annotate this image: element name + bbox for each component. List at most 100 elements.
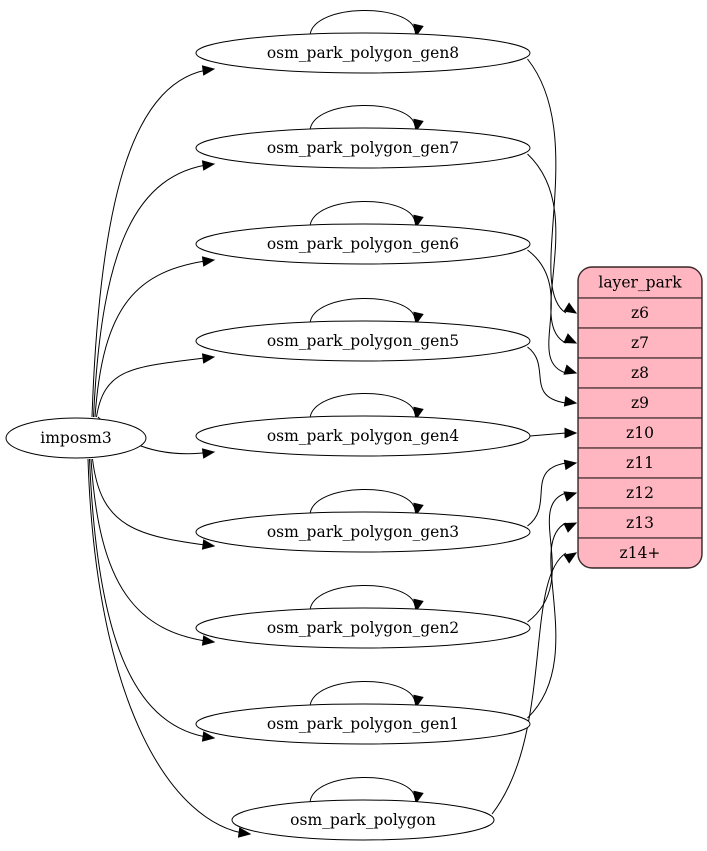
node-shape-gen4 (195, 415, 531, 457)
arrowhead-self-loop-gen5 (413, 311, 424, 326)
node-gen4[interactable]: osm_park_polygon_gen4 (195, 415, 531, 457)
table-row-z14+[interactable] (578, 537, 702, 568)
self-loops-layer (309, 10, 424, 805)
table-outline (577, 266, 703, 569)
edge-imposm3-to-gen6 (94, 259, 213, 418)
table-row-z8[interactable] (578, 357, 702, 389)
table-row-z6[interactable] (578, 297, 702, 329)
table-row-label-z9: z9 (631, 394, 649, 412)
edge-base-to-row-z14+ (491, 552, 567, 815)
self-loop-gen1 (309, 681, 416, 707)
arrowhead-base-to-row-z14+ (563, 552, 578, 564)
node-imposm3[interactable]: imposm3 (5, 417, 147, 459)
arrowhead-gen6-to-row-z8 (563, 364, 578, 375)
table-row-label-z8: z8 (631, 364, 649, 382)
node-shape-base (231, 799, 495, 841)
node-shape-gen5 (195, 320, 531, 362)
node-shape-gen8 (195, 32, 531, 74)
edge-imposm3-to-gen2 (90, 458, 213, 643)
node-label-gen2: osm_park_polygon_gen2 (267, 619, 459, 637)
node-label-gen4: osm_park_polygon_gen4 (267, 427, 459, 445)
node-label-imposm3: imposm3 (40, 429, 111, 447)
arrowhead-self-loop-gen2 (413, 598, 424, 613)
self-loop-gen8 (309, 10, 416, 36)
arrowhead-imposm3-to-gen8 (201, 65, 216, 76)
arrowhead-imposm3-to-base (237, 827, 252, 838)
arrowhead-gen8-to-row-z6 (563, 302, 578, 314)
arrowhead-gen5-to-row-z9 (563, 396, 578, 407)
edge-imposm3-to-gen1 (89, 458, 213, 739)
node-gen1[interactable]: osm_park_polygon_gen1 (195, 703, 531, 745)
node-label-gen5: osm_park_polygon_gen5 (267, 332, 459, 350)
node-label-gen6: osm_park_polygon_gen6 (267, 235, 459, 253)
self-loop-gen6 (309, 201, 416, 227)
node-gen5[interactable]: osm_park_polygon_gen5 (195, 320, 531, 362)
arrowhead-imposm3-to-gen4 (201, 448, 216, 459)
arrowhead-imposm3-to-gen5 (201, 353, 216, 364)
arrowhead-gen2-to-row-z12 (563, 491, 578, 502)
nodes-layer: imposm3 osm_park_polygon_gen8 osm_park_pol… (5, 32, 531, 841)
edge-gen1-to-row-z13 (527, 522, 567, 719)
self-loop-gen3 (309, 489, 416, 515)
node-shape-imposm3 (5, 417, 147, 459)
arrowhead-self-loop-base (413, 790, 424, 805)
edge-gen6-to-row-z8 (527, 249, 567, 374)
table-row-label-z7: z7 (631, 334, 649, 352)
arrowhead-self-loop-gen6 (413, 214, 424, 229)
node-label-gen8: osm_park_polygon_gen8 (267, 44, 459, 62)
edge-imposm3-to-base (87, 458, 249, 835)
edge-gen5-to-row-z9 (527, 346, 567, 404)
arrowhead-self-loop-gen1 (413, 694, 424, 709)
self-loop-gen4 (309, 393, 416, 419)
edge-imposm3-to-gen5 (96, 356, 213, 418)
table-row-label-z14+: z14+ (620, 544, 661, 562)
node-shape-gen3 (195, 511, 531, 553)
arrowhead-gen1-to-row-z13 (563, 522, 578, 533)
self-loop-gen2 (309, 585, 416, 611)
arrowhead-gen7-to-row-z7 (563, 333, 578, 344)
self-loop-gen7 (309, 105, 416, 131)
edge-imposm3-to-gen7 (93, 163, 213, 418)
node-label-gen3: osm_park_polygon_gen3 (267, 523, 459, 541)
arrowhead-imposm3-to-gen7 (201, 160, 216, 171)
node-base[interactable]: osm_park_polygon (231, 799, 495, 841)
node-gen3[interactable]: osm_park_polygon_gen3 (195, 511, 531, 553)
node-gen8[interactable]: osm_park_polygon_gen8 (195, 32, 531, 74)
arrowhead-self-loop-gen7 (413, 118, 424, 133)
edge-gen4-to-row-z10 (529, 432, 567, 437)
node-gen6[interactable]: osm_park_polygon_gen6 (195, 223, 531, 265)
node-shape-gen6 (195, 223, 531, 265)
self-loop-base (309, 777, 416, 803)
node-gen2[interactable]: osm_park_polygon_gen2 (195, 607, 531, 649)
self-loop-gen5 (309, 298, 416, 324)
edge-gen3-to-row-z11 (527, 462, 567, 527)
arrowhead-imposm3-to-gen6 (201, 256, 216, 267)
node-shape-gen7 (195, 127, 531, 169)
node-label-gen7: osm_park_polygon_gen7 (267, 139, 459, 157)
arrowhead-imposm3-to-gen3 (201, 539, 216, 550)
edge-imposm3-to-gen3 (92, 458, 213, 547)
arrowhead-gen4-to-row-z10 (564, 427, 578, 439)
table-row-label-z6: z6 (631, 304, 649, 322)
node-gen7[interactable]: osm_park_polygon_gen7 (195, 127, 531, 169)
table-row-label-z11: z11 (626, 454, 654, 472)
table-header-label: layer_park (598, 274, 682, 292)
arrowhead-imposm3-to-gen2 (201, 635, 216, 646)
node-shape-gen1 (195, 703, 531, 745)
table-row-label-z13: z13 (626, 514, 654, 532)
arrowhead-self-loop-gen3 (413, 502, 424, 517)
arrowhead-imposm3-to-gen1 (201, 731, 216, 742)
node-label-gen1: osm_park_polygon_gen1 (267, 715, 459, 733)
table-row-z7[interactable] (578, 327, 702, 359)
table-row-label-z10: z10 (626, 424, 654, 442)
node-label-base: osm_park_polygon (290, 811, 436, 829)
node-shape-gen2 (195, 607, 531, 649)
edge-gen7-to-row-z7 (527, 153, 567, 344)
arrowhead-self-loop-gen4 (413, 406, 424, 421)
arrowhead-self-loop-gen8 (413, 23, 424, 38)
arrowhead-gen3-to-row-z11 (563, 459, 578, 471)
